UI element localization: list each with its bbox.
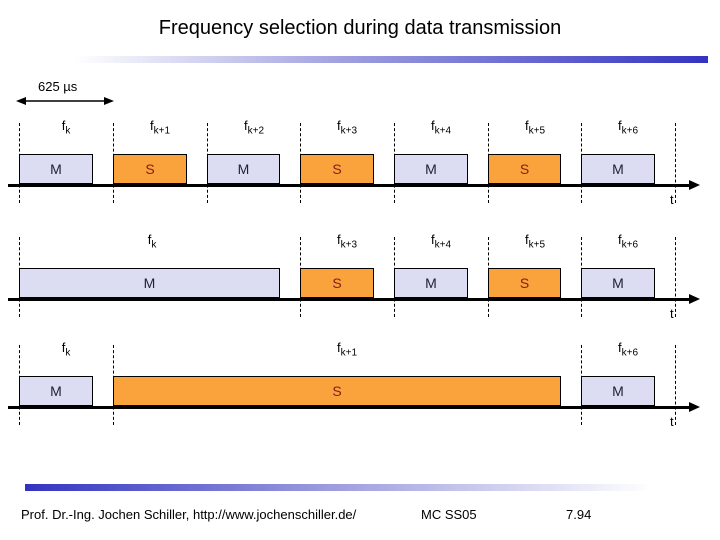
frequency-subscript: k [65, 347, 71, 359]
frequency-symbol: f [61, 118, 66, 133]
slot-box-master: M [581, 376, 655, 406]
frequency-subscript: k+4 [434, 239, 452, 251]
time-axis [8, 298, 690, 301]
frequency-label: fk [148, 232, 157, 251]
slot-box-master: M [207, 154, 280, 184]
frequency-label: fk+1 [337, 340, 357, 359]
frequency-symbol: f [243, 118, 248, 133]
frequency-subscript: k+5 [528, 125, 546, 137]
bottom-gradient-bar [25, 484, 685, 491]
frequency-label: fk+2 [244, 118, 264, 137]
frequency-label: fk+3 [337, 232, 357, 251]
frequency-symbol: f [617, 232, 622, 247]
frequency-label: fk+6 [618, 232, 638, 251]
page-title: Frequency selection during data transmis… [158, 17, 562, 39]
frequency-label: fk+5 [525, 232, 545, 251]
timeline-row-1: fk fk+1 fk+2 fk+3 fk+4 fk+5 fk+6 M S M S… [0, 118, 720, 214]
slot-box-master: M [581, 268, 655, 298]
timeline-row-3: fk fk+1 fk+6 M S M t [0, 340, 720, 436]
frequency-subscript: k [65, 125, 71, 137]
time-axis-arrowhead [689, 402, 700, 412]
frequency-symbol: f [336, 340, 341, 355]
timeline-row-2: fk fk+3 fk+4 fk+5 fk+6 M S M S M t [0, 232, 720, 328]
frequency-subscript: k+1 [340, 347, 358, 359]
frequency-symbol: f [336, 118, 341, 133]
frequency-symbol: f [617, 340, 622, 355]
top-gradient-bar [75, 56, 708, 63]
slot-box-master: M [581, 154, 655, 184]
footer-page-number: 7.94 [566, 507, 592, 522]
time-axis-label: t [670, 306, 674, 321]
slot-box-slave: S [488, 268, 561, 298]
slot-box-master: M [19, 268, 280, 298]
frequency-label: fk [62, 118, 71, 137]
frequency-symbol: f [524, 118, 529, 133]
frequency-subscript: k+2 [247, 125, 265, 137]
slot-box-slave: S [113, 154, 187, 184]
time-axis [8, 406, 690, 409]
frequency-subscript: k+6 [621, 239, 639, 251]
frequency-symbol: f [524, 232, 529, 247]
footer-author: Prof. Dr.-Ing. Jochen Schiller, http://w… [21, 507, 357, 522]
slot-boundary-line [675, 123, 676, 203]
slot-box-slave: S [488, 154, 561, 184]
time-axis [8, 184, 690, 187]
time-axis-arrowhead [689, 180, 700, 190]
slot-box-master: M [394, 154, 468, 184]
time-axis-label: t [670, 192, 674, 207]
frequency-symbol: f [430, 118, 435, 133]
time-axis-label: t [670, 414, 674, 429]
frequency-label: fk+6 [618, 340, 638, 359]
duration-arrow [16, 97, 114, 105]
frequency-symbol: f [61, 340, 66, 355]
slot-boundary-line [675, 345, 676, 425]
frequency-subscript: k+6 [621, 125, 639, 137]
frequency-label: fk+4 [431, 118, 451, 137]
slot-box-master: M [19, 376, 93, 406]
frequency-subscript: k+6 [621, 347, 639, 359]
frequency-symbol: f [149, 118, 154, 133]
frequency-subscript: k [151, 239, 157, 251]
frequency-label: fk+1 [150, 118, 170, 137]
time-axis-arrowhead [689, 294, 700, 304]
slot-box-master: M [394, 268, 468, 298]
slot-box-slave: S [300, 154, 374, 184]
slot-box-slave: S [300, 268, 374, 298]
frequency-label: fk+6 [618, 118, 638, 137]
slot-box-master: M [19, 154, 93, 184]
frequency-label: fk [62, 340, 71, 359]
frequency-subscript: k+3 [340, 239, 358, 251]
frequency-subscript: k+3 [340, 125, 358, 137]
slot-boundary-line [675, 237, 676, 317]
frequency-symbol: f [430, 232, 435, 247]
frequency-subscript: k+5 [528, 239, 546, 251]
frequency-label: fk+3 [337, 118, 357, 137]
frequency-symbol: f [336, 232, 341, 247]
footer-course: MC SS05 [421, 507, 477, 522]
frequency-subscript: k+1 [153, 125, 171, 137]
frequency-label: fk+4 [431, 232, 451, 251]
duration-label: 625 µs [38, 79, 78, 94]
frequency-subscript: k+4 [434, 125, 452, 137]
frequency-symbol: f [147, 232, 152, 247]
slot-box-slave: S [113, 376, 561, 406]
frequency-symbol: f [617, 118, 622, 133]
frequency-label: fk+5 [525, 118, 545, 137]
